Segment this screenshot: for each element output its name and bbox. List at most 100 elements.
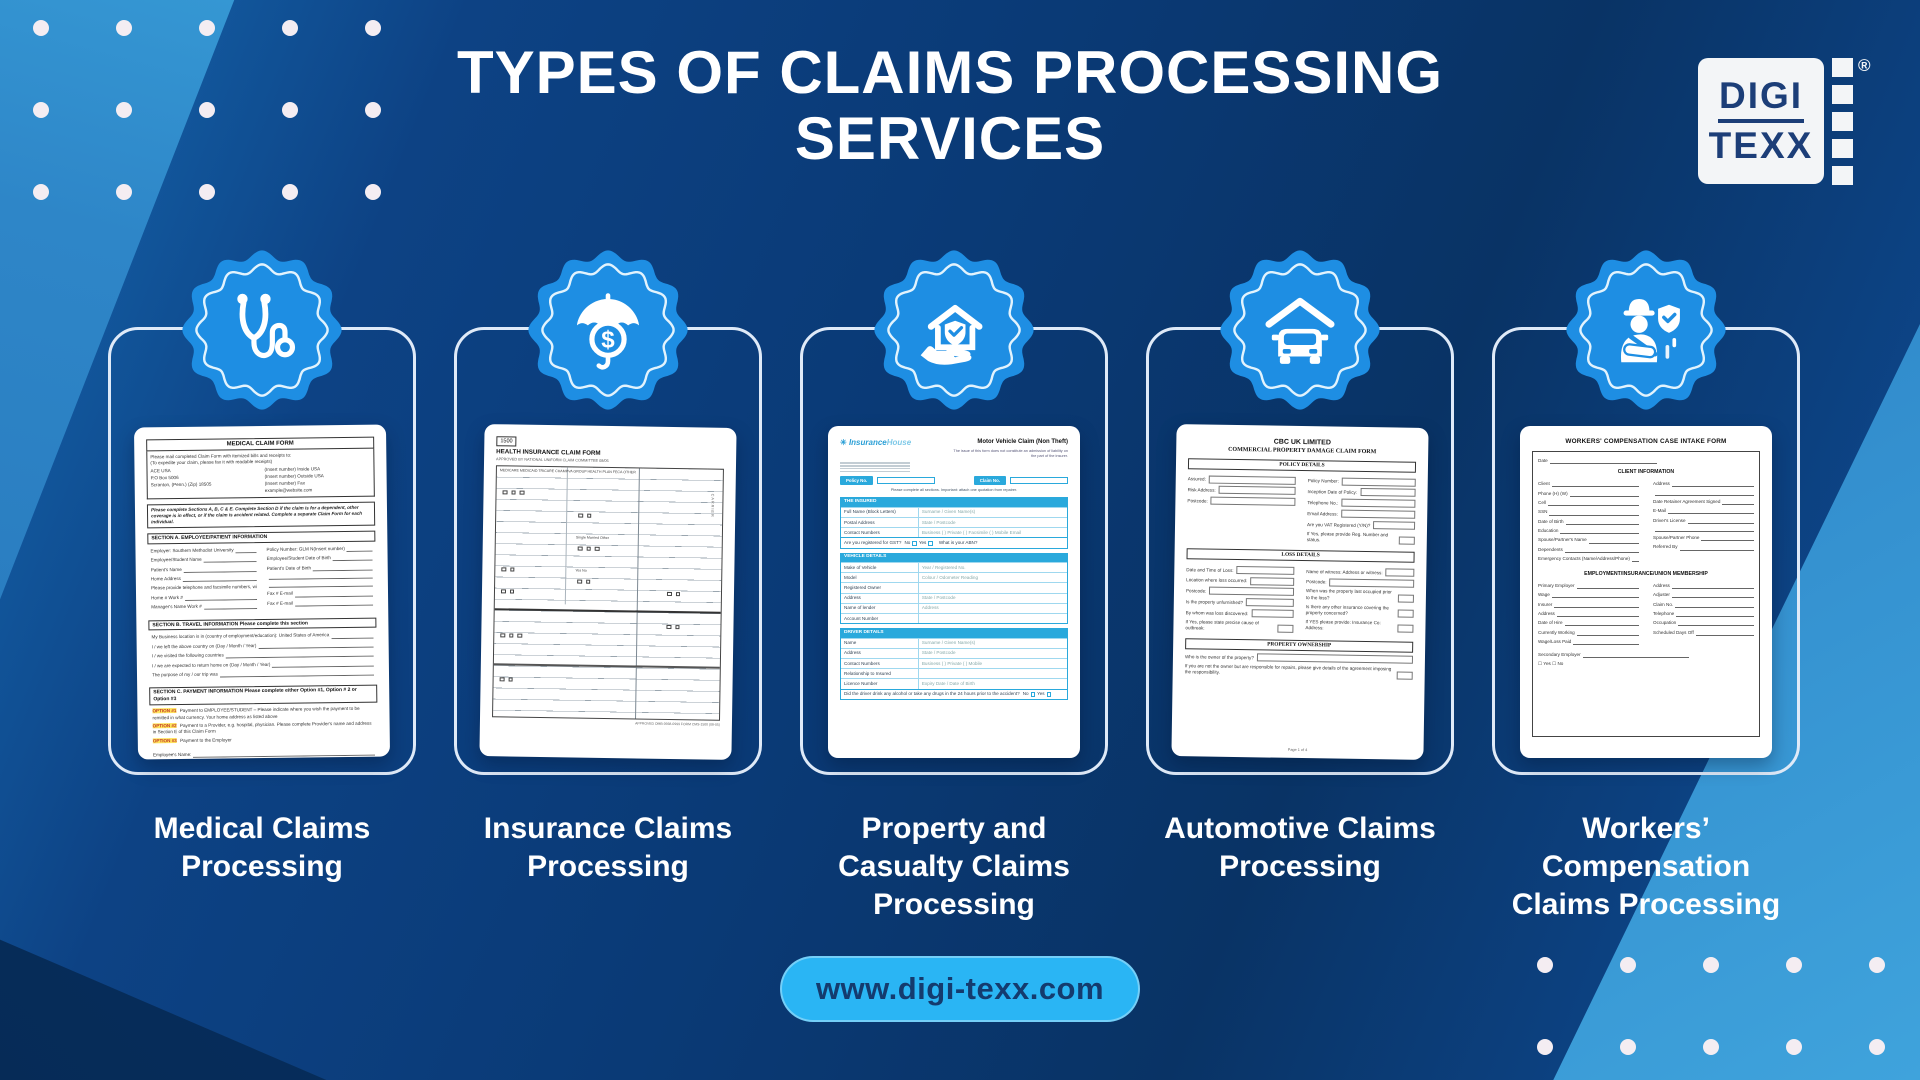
yes-no-checkboxes: ☐ Yes ☐ No [1538,660,1564,666]
form-field: Policy Number: [1308,477,1416,487]
dot [1786,957,1802,973]
form-field-line: Date of Birth [1538,519,1639,525]
form-field: Postcode: [1186,587,1294,597]
form-grid: MEDICARE MEDICAID TRICARE CHAMPVA GROUP … [492,465,724,721]
insurer-address-lines [840,462,1068,473]
dot [1869,1039,1885,1055]
form-field-line [267,574,373,580]
claim-no-label: Claim No. [973,476,1006,486]
section-header: POLICY DETAILS [1187,457,1417,473]
workers-compensation-intake-form-document: WORKERS' COMPENSATION CASE INTAKE FORM D… [1520,426,1772,758]
form-field: If YES please provide: Insurance Co: Add… [1305,619,1413,633]
form-instruction: Please complete all sections. Important:… [890,488,1018,493]
card-frame: MEDICAL CLAIM FORM Please mail completed… [108,250,416,775]
house-shield-hand-icon [920,304,983,365]
card-frame: CBC UK LIMITED COMMERCIAL PROPERTY DAMAG… [1146,250,1454,775]
logo-word-texx: TEXX [1708,125,1814,166]
form-field-line: Employee/Student Name [151,556,257,563]
insured-table: Full Name (Block Letters)Surname / Given… [840,506,1068,539]
dot [116,184,132,200]
dot [199,102,215,118]
form-field-line: Employee's Address: [153,759,375,760]
section-header: PROPERTY OWNERSHIP [1185,638,1414,654]
page-title: TYPES OF CLAIMS PROCESSING SERVICES [456,39,1444,172]
dot [1703,957,1719,973]
health-insurance-claim-form-document: 1500 HEALTH INSURANCE CLAIM FORM APPROVE… [479,424,737,760]
form-field: When was the property last occupied prio… [1306,589,1414,603]
form-field-line: Client [1538,481,1639,487]
form-field: If Yes, please provide Reg. Number and s… [1307,531,1415,545]
car-garage-icon [1265,297,1335,364]
form-field-line: Insurer [1538,602,1639,608]
logo-box: DIGI TEXX [1698,58,1824,184]
dot [365,184,381,200]
injured-worker-shield-icon [1620,298,1680,363]
form-field-line: Home # Work # [151,594,257,601]
form-footer: APPROVED OMB-0938-0999 FORM CMS-1500 (08… [635,721,720,727]
form-field: If Yes, please state precise cause of ou… [1185,619,1293,633]
card-label-workers: Workers’ Compensation Claims Processing [1511,812,1781,921]
website-link-button[interactable]: www.digi-texx.com [780,956,1140,1022]
dot [116,20,132,36]
form-field: Is there any other insurance covering th… [1306,604,1414,618]
form-field-line: Manager's Name Work # [151,603,257,610]
form-field-line: E-Mail [1653,508,1754,514]
motor-vehicle-claim-form-document: ✳ InsuranceHouse Motor Vehicle Claim (No… [828,426,1080,758]
card-label-insurance: Insurance Claims Processing [483,812,733,883]
form-field: Postcode: [1187,496,1295,506]
form-field-line: Education [1538,528,1639,534]
card-workers-compensation-claims: WORKERS' COMPENSATION CASE INTAKE FORM D… [1492,250,1800,921]
dot [1703,1039,1719,1055]
form-field: Name of witness: Address or witness: [1306,567,1414,577]
umbrella-dollar-icon: $ [576,293,640,370]
address-line: example@website.com [264,486,313,493]
website-url: www.digi-texx.com [815,971,1105,1006]
form-title: Motor Vehicle Claim (Non Theft) [977,439,1068,445]
form-table-row: Relationship to Insured [841,668,1067,679]
form-field-line: I / we visited the following countries [152,651,374,660]
card-frame: WORKERS' COMPENSATION CASE INTAKE FORM D… [1492,250,1800,775]
form-field-line: Home Address [151,575,257,582]
form-field-line: Dependents [1538,547,1639,553]
card-frame: ✳ InsuranceHouse Motor Vehicle Claim (No… [800,250,1108,775]
dot [282,102,298,118]
form-title: WORKERS' COMPENSATION CASE INTAKE FORM [1565,438,1727,445]
card-medical-claims: MEDICAL CLAIM FORM Please mail completed… [108,250,416,883]
form-field-line [267,582,373,588]
form-field: If you are not the owner but are respons… [1185,663,1413,679]
page-number: Page 1 of 4 [1287,747,1308,753]
form-field-line: Policy Number: GLM N(Insert number) [266,546,372,553]
form-field-line: My Business location is in (country of e… [152,632,374,641]
form-field-line: SSN [1538,509,1639,515]
form-field-line: Patient's Name [151,566,257,573]
carrier-side-text: CARRIER [710,493,715,518]
dot [199,184,215,200]
section-header: VEHICLE DETAILS [840,552,1068,563]
dot [33,184,49,200]
payment-option: OPTION #3 Payment to the Employer [152,737,232,744]
form-field-line: The purpose of my / our trip was [152,670,374,679]
badge-insurance: $ [526,248,690,412]
form-field-line: Scheduled Days Off [1653,630,1754,636]
stethoscope-icon [237,293,296,359]
form-field-line: Spouse/Partner Phone [1653,535,1754,541]
svg-text:$: $ [601,326,615,353]
form-field-line: Fax # E-mail [267,599,373,606]
form-field: Postcode: [1306,578,1414,588]
dot [365,20,381,36]
form-instruction: Please complete Sections A, B, C & E. Co… [146,501,376,529]
card-label-property: Property and Casualty Claims Processing [838,812,1070,921]
form-table-row: Account Number [841,613,1067,624]
dot [365,102,381,118]
policy-no-label: Policy No. [840,476,874,486]
form-field-line: Employer: Southern Methodist University [150,547,256,554]
dot [282,184,298,200]
